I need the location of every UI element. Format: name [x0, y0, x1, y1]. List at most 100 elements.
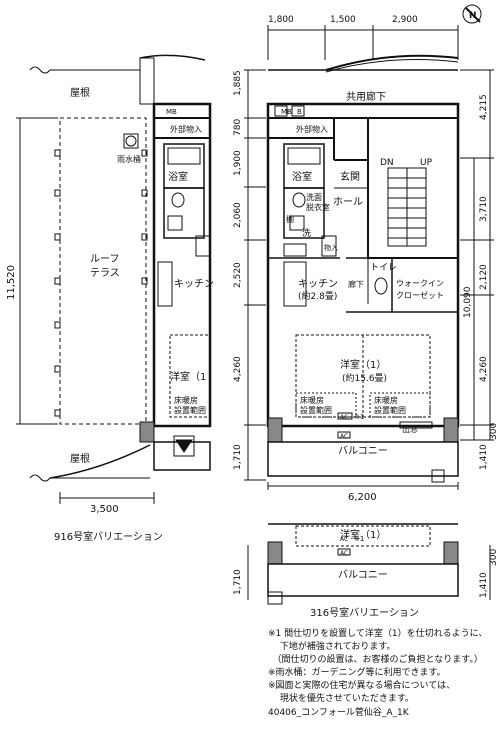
column [443, 417, 459, 443]
washing-machine [289, 215, 305, 231]
v316-caption: 316号室バリエーション [310, 606, 419, 619]
bath-label: 浴室 [292, 170, 312, 183]
corridor-label: 共用廊下 [346, 90, 386, 103]
dim-top-1: 1,800 [268, 15, 294, 25]
column [139, 421, 155, 443]
dim-left-5: 2,520 [233, 262, 243, 288]
rain-barrel-icon [123, 133, 139, 149]
column [267, 417, 283, 443]
v916-unit-outline [152, 102, 212, 428]
v316-dim-right-1: 1,410 [479, 572, 489, 598]
footer-code: 40406_コンフォール菅仙谷_A_1K [268, 708, 409, 718]
v316-ac-outer-label: AC [340, 550, 348, 557]
storage-label: 外部物入 [296, 124, 328, 134]
kitchen-label: キッチン [298, 278, 338, 290]
stair-dn-label: DN [380, 158, 394, 168]
b-label: B [297, 108, 302, 116]
dim-right-4: 4,260 [479, 356, 489, 382]
western-size-label: (約15.6畳) [342, 372, 387, 384]
dim-left-3: 1,900 [233, 150, 243, 176]
western-label: 洋室（1） [340, 358, 386, 371]
triangle-marker [175, 439, 193, 453]
v316-dim-left: 1,710 [233, 569, 243, 595]
ac-label-inner: AC [340, 414, 348, 421]
kitchen-size-label: (約2.8畳) [298, 290, 337, 302]
washroom-label: 洗面脱衣室 [306, 192, 330, 212]
note-line: ※図面と実際の住宅が異なる場合については、 [268, 681, 456, 691]
mb-label: MB [281, 108, 292, 116]
balcony-outline [267, 441, 459, 477]
dim-top-2: 1,500 [330, 15, 356, 25]
roof-terrace-boundary [59, 117, 147, 425]
balcony-drain [431, 469, 445, 483]
v316-balcony-label: バルコニー [338, 569, 388, 581]
compass-label: N [469, 11, 477, 21]
closet-box [195, 235, 211, 257]
dim-left-1: 1,885 [233, 70, 243, 96]
dim-left-4: 2,060 [233, 202, 243, 228]
variation-316 [247, 523, 491, 605]
ac-label-outer: AC [340, 433, 348, 440]
dim-top-3: 2,900 [392, 15, 418, 25]
notes: ※1 間仕切りを設置して洋室（1）を仕切れるように、 下地が補強されております。… [268, 628, 496, 706]
ac-box [337, 412, 353, 420]
v916-bath-label: 浴室 [168, 170, 188, 183]
v916-railing [139, 54, 206, 61]
closet-label: 物入 [324, 243, 338, 252]
unit-outline [266, 102, 460, 428]
balcony-drain [267, 591, 283, 605]
v316-partition [295, 525, 431, 547]
v316-balcony [267, 563, 459, 597]
v916-roof-bottom-label: 屋根 [70, 452, 90, 465]
left-dim-ticks [244, 69, 266, 481]
note-line: ※1 間仕切りを設置して洋室（1）を仕切れるように、 [268, 629, 488, 639]
break-mark [29, 66, 51, 74]
washbasin [171, 192, 185, 208]
note-line: 下地が補強されております。 [268, 642, 396, 652]
v916-floor-heat-label: 床暖房設置範囲 [174, 395, 206, 415]
floor-heat-label-left: 床暖房設置範囲 [300, 395, 332, 415]
washing-machine [167, 215, 183, 231]
right-dim-ticks [460, 69, 494, 441]
walkin-label-2: クローゼット [396, 290, 444, 300]
corridor-railing [325, 54, 459, 71]
v916-width-dim: 3,500 [90, 504, 119, 515]
v316-ac-note: ※1 [354, 535, 364, 543]
v916-pipe-shaft [139, 57, 155, 105]
wash-label: 洗 [302, 227, 311, 239]
ac-box [337, 548, 351, 556]
bathtub [287, 147, 321, 165]
floor-heat-label-right: 床暖房設置範囲 [374, 395, 406, 415]
v916-washroom [163, 187, 205, 239]
v316-ac-label: AC [340, 536, 348, 543]
window-label: 出窓 [402, 424, 418, 434]
kitchen-counter [157, 261, 173, 307]
fridge [283, 243, 307, 257]
rain-barrel-circle [125, 135, 137, 147]
mb-box [274, 105, 288, 117]
north-compass: N [462, 4, 482, 24]
v916-kitchen-label: キッチン [174, 278, 214, 290]
roof-terrace-label-1: ルーフ [90, 254, 119, 265]
shelf-label: 棚 [286, 214, 294, 224]
note-line: 現状を優先させていただきます。 [268, 694, 414, 704]
v316-western-label: 洋室（1） [340, 528, 386, 541]
stair-treads [388, 177, 426, 239]
dim-right-total: 10,090 [463, 286, 473, 318]
dim-right-2: 3,710 [479, 196, 489, 222]
dim-bottom: 6,200 [348, 492, 377, 503]
roof-terrace-label-2: テラス [90, 267, 120, 279]
triangle-marker-box [173, 435, 195, 457]
corridor-railing-inner [325, 59, 459, 73]
rain-barrel-label: 雨水桶 [117, 154, 141, 164]
entrance-label: 玄関 [340, 170, 360, 183]
v916-caption: 916号室バリエーション [54, 530, 163, 543]
note-line: （間仕切りの設置は、お客様のご負担となります。） [268, 655, 483, 665]
note-line: ※雨水桶：ガーデニング等に利用できます。 [268, 668, 446, 678]
column [267, 541, 283, 565]
kitchen-counter [283, 261, 307, 307]
closet-box [321, 235, 337, 257]
dim-right-5: 1,410 [479, 444, 489, 470]
balcony-label: バルコニー [338, 445, 388, 457]
